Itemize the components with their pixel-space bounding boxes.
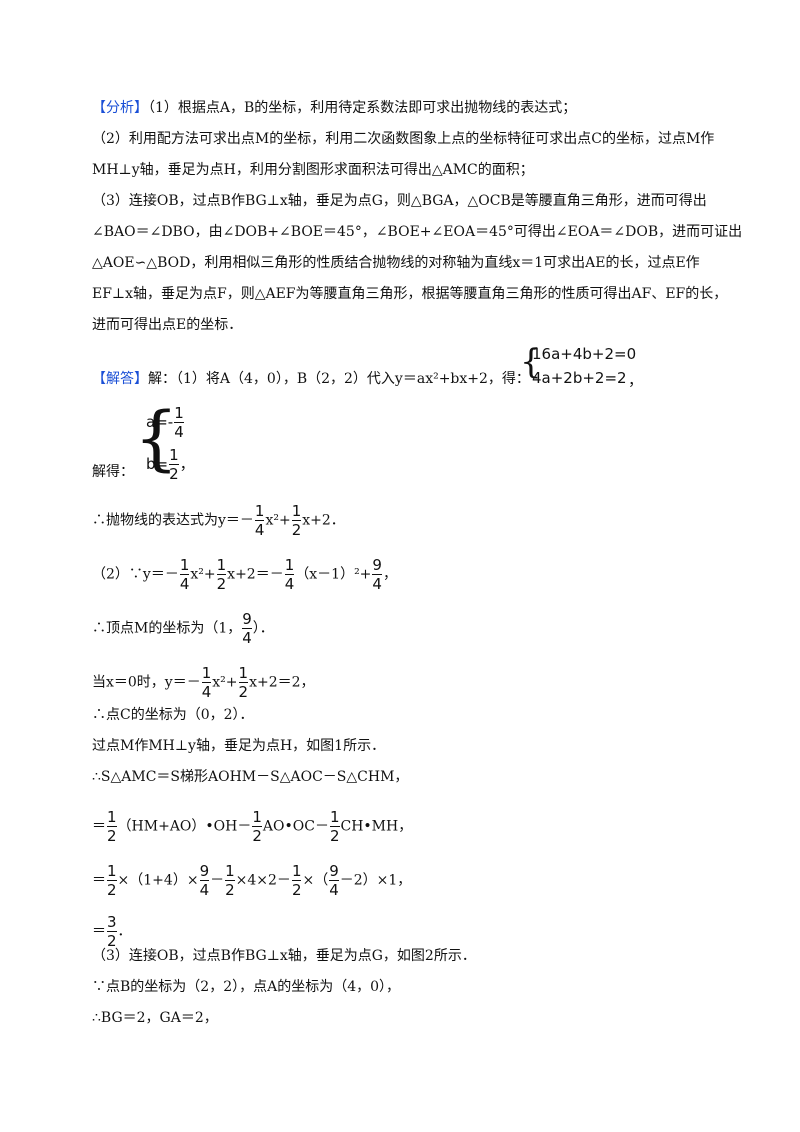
solution-line-BG: ∴BG＝2，GA＝2， bbox=[92, 1010, 218, 1026]
analysis-line-4: （3）连接OB，过点B作BG⊥x轴，垂足为点G，则△BGA，△OCB是等腰直角三… bbox=[92, 193, 707, 209]
solution-tag: 【解答】 bbox=[92, 371, 148, 387]
analysis-line-2: （2）利用配方法可求出点M的坐标，利用二次函数图象上点的坐标特征可求出点C的坐标… bbox=[92, 131, 715, 147]
analysis-line-7: EF⊥x轴，垂足为点F，则△AEF为等腰直角三角形，根据等腰直角三角形的性质可得… bbox=[92, 286, 728, 302]
analysis-line-5: ∠BAO＝∠DBO，由∠DOB+∠BOE＝45°，∠BOE+∠EOA＝45°可得… bbox=[92, 224, 743, 240]
system-1-row-2: 4a+2b+2=2 bbox=[532, 369, 627, 387]
equation-system-1: { 16a+4b+2=0 4a+2b+2=2 ， bbox=[520, 342, 644, 389]
analysis-line-1: 【分析】（1）根据点A，B的坐标，利用待定系数法即可求出抛物线的表达式； bbox=[92, 98, 576, 118]
solution-text-1: 解：（1）将A（4，0），B（2，2）代入y＝ax²+bx+2，得： bbox=[148, 371, 530, 387]
analysis-line-8: 进而可得出点E的坐标． bbox=[92, 317, 243, 333]
solution-line-area: ∴S△AMC＝S梯形AOHM－S△AOC－S△CHM， bbox=[92, 769, 409, 785]
analysis-tag: 【分析】 bbox=[92, 100, 148, 116]
solution-line-part3: （3）连接OB，过点B作BG⊥x轴，垂足为点G，如图2所示． bbox=[92, 948, 476, 964]
system-1-end: ， bbox=[628, 371, 644, 389]
analysis-line-3: MH⊥y轴，垂足为点H，利用分割图形求面积法可得出△AMC的面积； bbox=[92, 162, 534, 178]
solved-label: 解得： bbox=[92, 464, 134, 480]
system-1-row-1: 16a+4b+2=0 bbox=[532, 345, 637, 363]
solution-line-1: 【解答】解：（1）将A（4，0），B（2，2）代入y＝ax²+bx+2，得： bbox=[92, 369, 530, 389]
solution-line-pointC: ∴点C的坐标为（0，2）． bbox=[92, 707, 254, 723]
analysis-text-1: （1）根据点A，B的坐标，利用待定系数法即可求出抛物线的表达式； bbox=[148, 100, 577, 116]
analysis-line-6: △AOE∽△BOD，利用相似三角形的性质结合抛物线的对称轴为直线x＝1可求出AE… bbox=[92, 255, 700, 271]
solution-line-MH: 过点M作MH⊥y轴，垂足为点H，如图1所示． bbox=[92, 738, 386, 754]
solution-line-pointB: ∵点B的坐标为（2，2），点A的坐标为（4，0）， bbox=[92, 979, 401, 995]
